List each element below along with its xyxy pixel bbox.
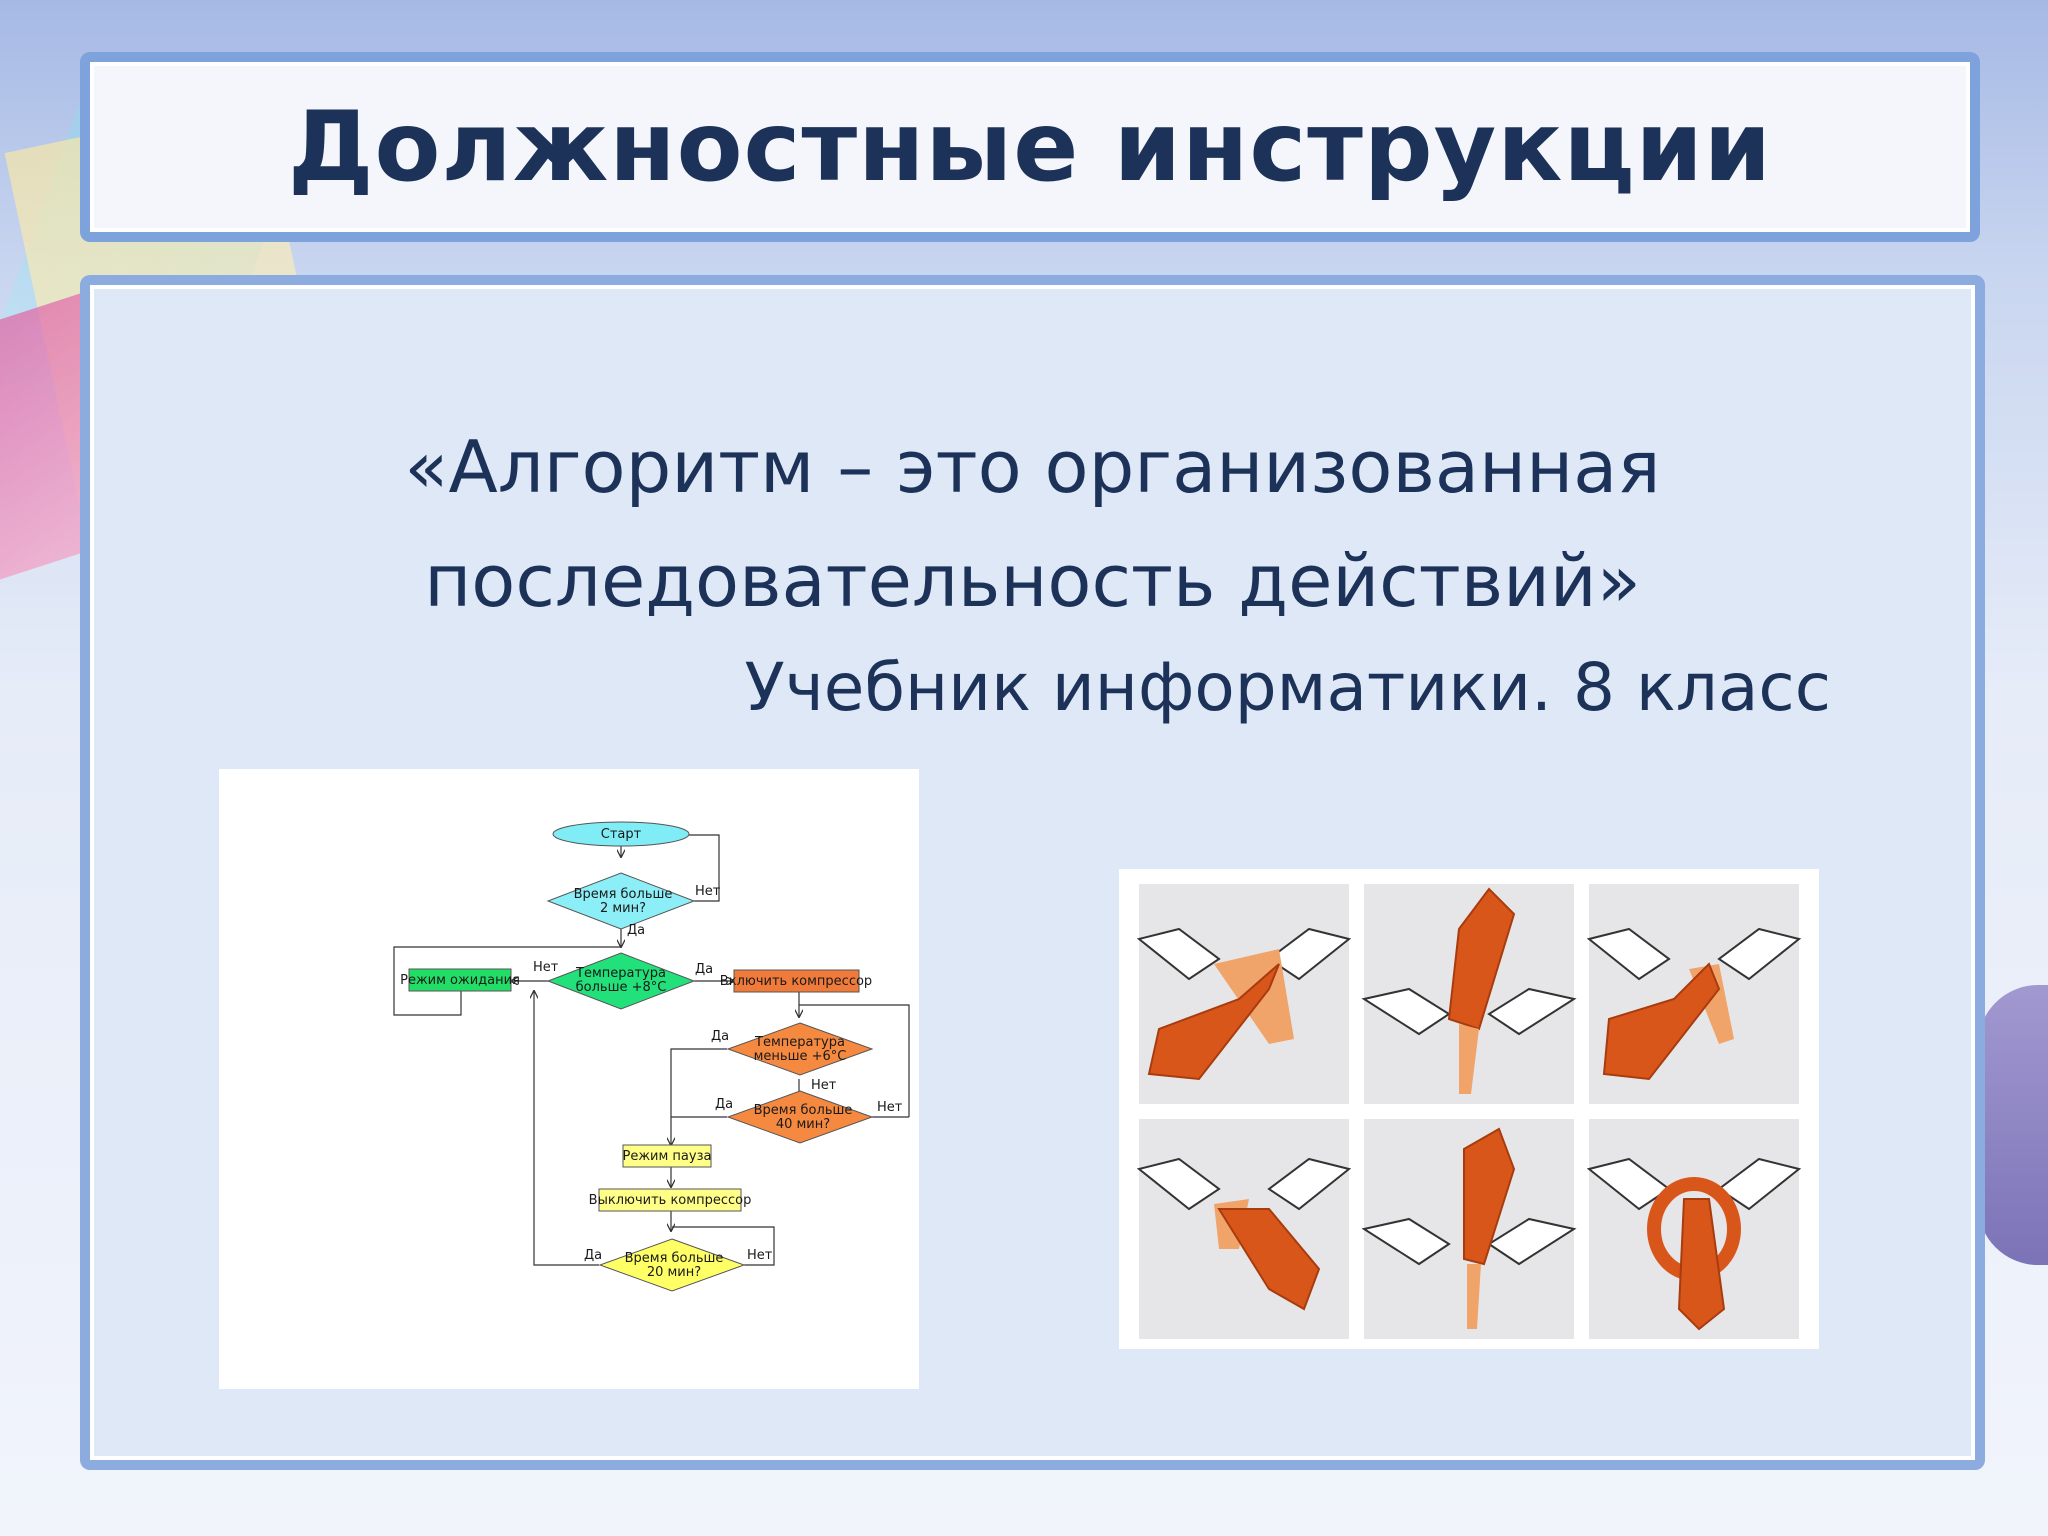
flow-label-yes-3: Да (711, 1029, 729, 1044)
flow-compressor-on-box (733, 969, 860, 993)
flow-label-yes-4: Да (715, 1097, 733, 1112)
slide-title: Должностные инструкции (287, 91, 1773, 203)
flow-decision-temp8 (546, 952, 696, 1010)
tie-panel-1 (1136, 884, 1352, 1104)
flowchart-connectors (393, 834, 910, 1271)
tie-steps-image (1119, 869, 1819, 1349)
flow-decision-time2-line2: 2 мин? (600, 901, 646, 916)
flow-standby-label: Режим ожидания (400, 973, 520, 988)
flow-standby-box (408, 968, 512, 992)
flow-label-no-5: Нет (747, 1248, 773, 1263)
flow-decision-temp8-line1: Температура (575, 966, 666, 981)
tie-panel-5 (1361, 1119, 1577, 1339)
flow-label-no-1: Нет (695, 884, 721, 899)
flow-label-no-2: Нет (533, 960, 559, 975)
flowchart-image: Старт Время больше 2 мин? Нет Да Режим о… (219, 769, 919, 1389)
flow-decision-temp6 (726, 1022, 874, 1076)
flow-decision-time20 (598, 1238, 746, 1292)
tie-panel-6 (1586, 1119, 1802, 1339)
flow-start-label: Старт (601, 827, 642, 842)
flow-decision-time40 (726, 1090, 874, 1144)
flow-label-no-4: Нет (877, 1100, 903, 1115)
flow-decision-time20-line2: 20 мин? (647, 1265, 701, 1280)
flow-label-no-3: Нет (811, 1078, 837, 1093)
content-panel: «Алгоритм – это организованная последова… (90, 285, 1975, 1460)
flow-decision-time40-line1: Время больше (754, 1103, 853, 1118)
flow-decision-time2 (546, 872, 696, 930)
content-frame: «Алгоритм – это организованная последова… (80, 275, 1985, 1470)
title-frame: Должностные инструкции (80, 52, 1980, 242)
bg-purple-shape (1978, 985, 2048, 1265)
tie-steps-illustration (1136, 884, 1802, 1339)
quote-source: Учебник информатики. 8 класс (744, 649, 1832, 726)
flow-compressor-off-label: Выключить компрессор (589, 1193, 752, 1208)
flow-decision-time20-line1: Время больше (625, 1251, 724, 1266)
flow-decision-temp8-line2: больше +8°C (576, 980, 667, 995)
flow-start-node (552, 821, 690, 847)
title-panel: Должностные инструкции (90, 62, 1970, 232)
tie-panel-3 (1586, 884, 1802, 1104)
quote-line-2: последовательность действий» (424, 539, 1641, 623)
flow-decision-time40-line2: 40 мин? (776, 1117, 830, 1132)
quote-line-1: «Алгоритм – это организованная (404, 425, 1661, 509)
flow-decision-temp6-line1: Температура (754, 1035, 845, 1050)
flow-label-yes-5: Да (584, 1248, 602, 1263)
tie-panel-2 (1361, 884, 1577, 1104)
flow-label-yes-2: Да (695, 962, 713, 977)
flowchart-diagram: Старт Время больше 2 мин? Нет Да Режим о… (393, 821, 910, 1292)
flow-pause-box (622, 1144, 712, 1168)
flow-decision-temp6-line2: меньше +6°C (754, 1049, 847, 1064)
flow-compressor-off-box (598, 1188, 742, 1212)
tie-panel-4 (1136, 1119, 1352, 1339)
flow-pause-label: Режим пауза (623, 1149, 712, 1164)
flow-label-yes-1: Да (627, 923, 645, 938)
flow-compressor-on-label: Включить компрессор (720, 974, 872, 989)
flow-decision-time2-line1: Время больше (574, 887, 673, 902)
